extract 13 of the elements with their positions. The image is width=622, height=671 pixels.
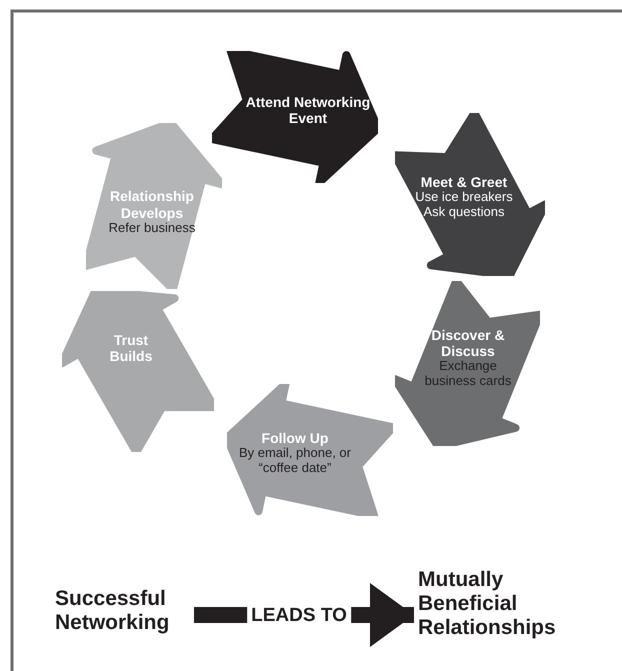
step-heading: Attend Networking Event (244, 94, 372, 126)
outcome-text: Mutually Beneficial Relationships (418, 568, 557, 640)
step-text: Ask questions (422, 205, 506, 220)
outcome-text: Successful Networking (55, 587, 170, 636)
step-heading: Meet & Greet (420, 174, 508, 190)
step-text: Exchange business cards (424, 359, 512, 390)
step-heading: Trust Builds (108, 332, 154, 364)
step-text: Use ice breakers (414, 190, 514, 206)
step-text: By email, phone, or “coffee date” (238, 446, 352, 476)
step-text: Refer business (108, 220, 196, 236)
step-heading: Relationship Develops (108, 188, 195, 221)
step-heading: Follow Up (260, 430, 330, 446)
step-heading: Discover & Discuss (430, 326, 506, 360)
